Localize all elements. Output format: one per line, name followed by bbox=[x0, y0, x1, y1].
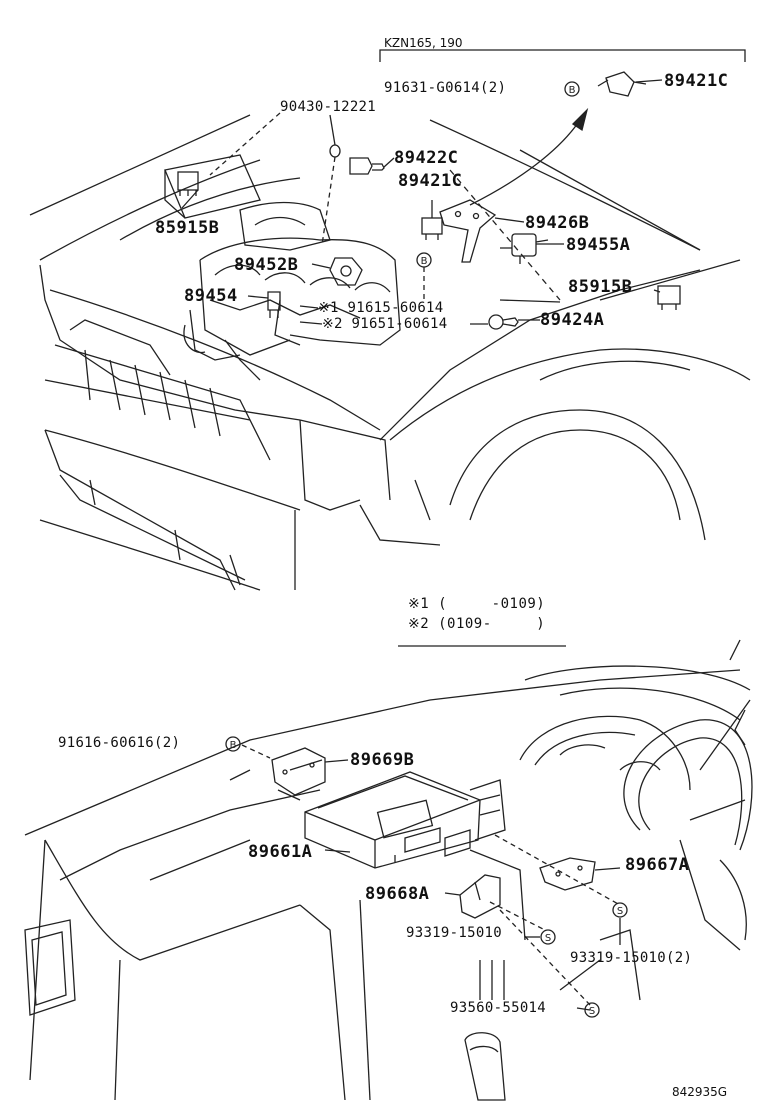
part-89426b-label: 89426B bbox=[525, 213, 590, 233]
part-91616-label: 91616-60616(2) bbox=[58, 735, 181, 751]
part-89424a-label: 89424A bbox=[540, 310, 605, 330]
bracket-89669b-drawing bbox=[271, 747, 326, 801]
part-93560-label: 93560-55014 bbox=[450, 1000, 547, 1016]
bolt-b-symbol: B bbox=[421, 256, 428, 267]
bracket-89667a-drawing bbox=[539, 857, 596, 891]
sensor-89421c-drawing bbox=[421, 217, 443, 240]
bolt-s-symbol: S bbox=[545, 933, 551, 944]
part-89452b-label: 89452B bbox=[234, 255, 299, 275]
part-93319-right-label: 93319-15010(2) bbox=[570, 950, 693, 966]
sensor-89452b-drawing bbox=[329, 257, 363, 286]
upper-leader-lines bbox=[181, 49, 746, 325]
note-2: ※2 (0109- ) bbox=[408, 616, 546, 632]
sensor-89454-drawing bbox=[267, 291, 281, 318]
part-89667a-label: 89667A bbox=[625, 855, 690, 875]
bolt-s-symbol: S bbox=[589, 1006, 595, 1017]
bracket-89426b-drawing bbox=[439, 199, 497, 263]
sensor-89422c-drawing bbox=[349, 157, 385, 175]
bolt-s-symbol: S bbox=[617, 906, 623, 917]
part-91651-label: ※2 91651-60614 bbox=[322, 316, 448, 332]
vsv-89455a-drawing bbox=[500, 233, 549, 264]
part-91631-label: 91631-G0614(2) bbox=[384, 80, 507, 96]
relay-85915b-right-drawing bbox=[657, 285, 681, 310]
part-89422c-label: 89422C bbox=[394, 148, 459, 168]
part-89661a-label: 89661A bbox=[248, 842, 313, 862]
note-1: ※1 ( -0109) bbox=[408, 596, 546, 612]
part-89669b-label: 89669B bbox=[350, 750, 415, 770]
gasket-90430-drawing bbox=[329, 144, 341, 158]
part-93319-left-label: 93319-15010 bbox=[406, 925, 503, 941]
part-89421c-label: 89421C bbox=[398, 171, 463, 191]
bolt-b-symbol: B bbox=[230, 740, 237, 751]
model-range-header: KZN165, 190 bbox=[384, 36, 463, 50]
part-89455a-label: 89455A bbox=[566, 235, 631, 255]
part-85915b-right-label: 85915B bbox=[568, 277, 633, 297]
part-91615-label: ※1 91615-60614 bbox=[318, 300, 444, 316]
bolt-symbols bbox=[225, 81, 628, 1018]
diagram-code: 842935G bbox=[672, 1085, 728, 1099]
lower-leader-lines bbox=[241, 744, 621, 1011]
sensor-89424a-drawing bbox=[488, 314, 519, 330]
dashboard-outline bbox=[24, 639, 753, 1101]
sensor-89421c-top-drawing bbox=[605, 71, 647, 97]
part-89668a-label: 89668A bbox=[365, 884, 430, 904]
ecu-89661a-drawing bbox=[304, 771, 481, 869]
engine-outline bbox=[164, 154, 401, 381]
part-90430-label: 90430-12221 bbox=[280, 99, 377, 115]
part-89421c-top-label: 89421C bbox=[664, 71, 729, 91]
bolt-b-symbol: B bbox=[569, 85, 576, 96]
part-89454-label: 89454 bbox=[184, 286, 238, 306]
bracket-89668a-drawing bbox=[459, 874, 501, 919]
vehicle-front-outline bbox=[29, 114, 751, 591]
part-85915b-left-label: 85915B bbox=[155, 218, 220, 238]
